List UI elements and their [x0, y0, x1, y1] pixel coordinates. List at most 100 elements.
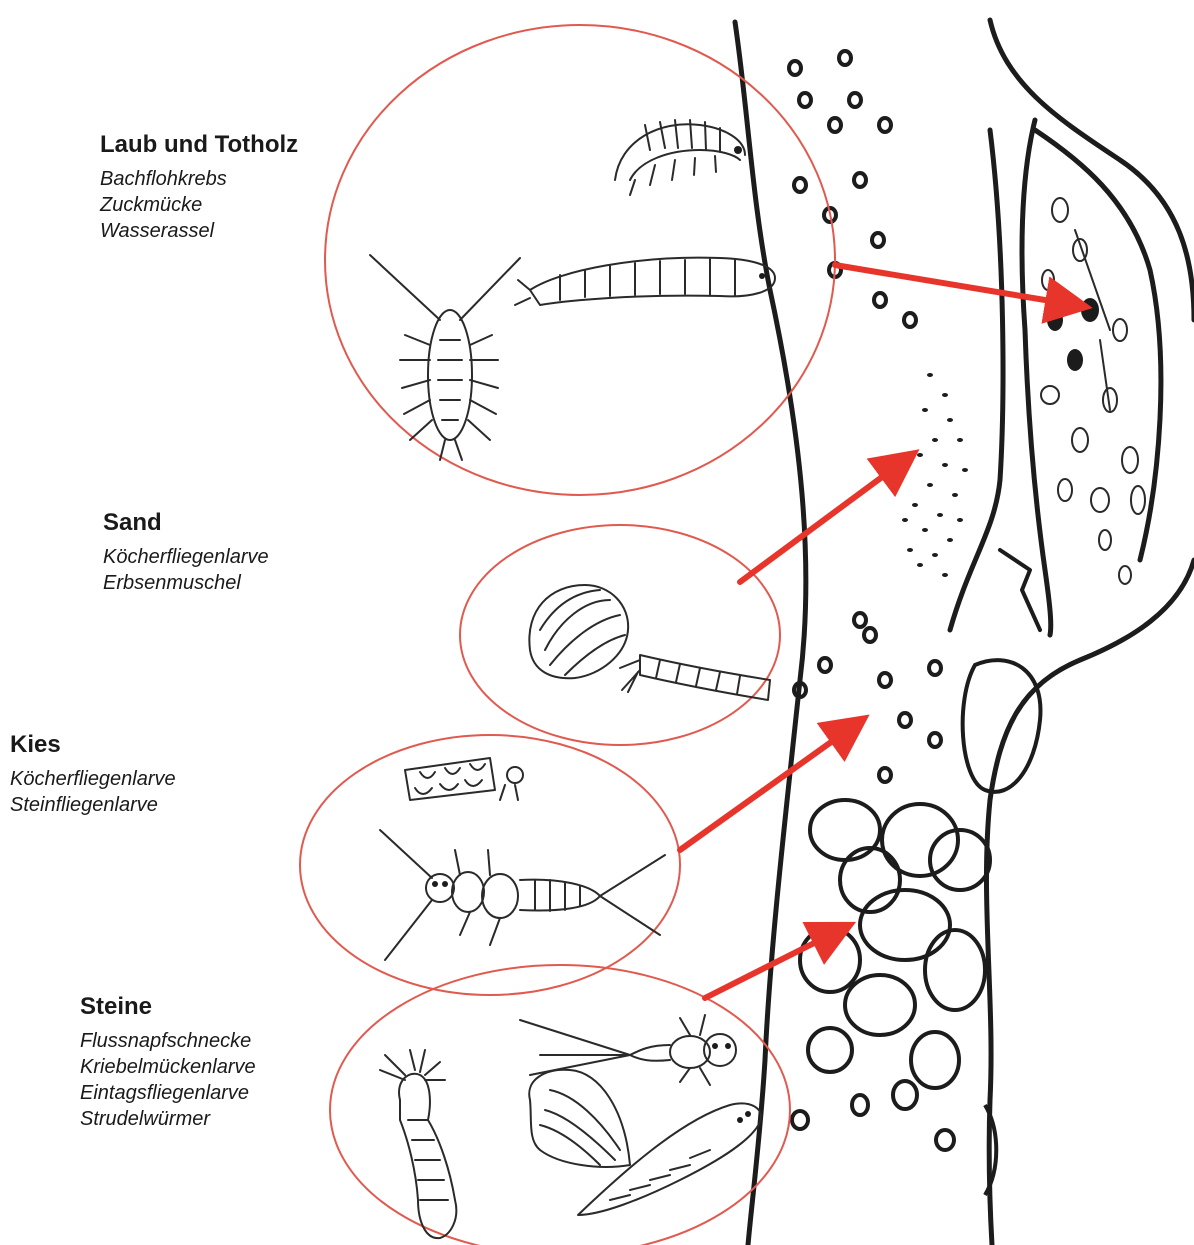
island-fork — [1000, 550, 1040, 630]
organism-name: Zuckmücke — [100, 192, 298, 218]
gravel-pebble — [879, 768, 891, 782]
organism-koecherfliegenlarve-sand — [620, 655, 770, 700]
sand-grain — [927, 483, 933, 487]
gravel-pebble — [879, 673, 891, 687]
island-right-edge — [1035, 130, 1161, 560]
sand-grain — [947, 538, 953, 542]
organism-name: Bachflohkrebs — [100, 166, 298, 192]
island-outline — [1022, 120, 1051, 635]
gravel-pebble — [864, 628, 876, 642]
leaf — [1052, 198, 1068, 222]
sand-grain — [902, 518, 908, 522]
sand-grain — [942, 573, 948, 577]
stone — [893, 1081, 917, 1109]
organism-name: Strudelwürmer — [80, 1106, 256, 1132]
zoom-circle-laub — [325, 25, 835, 495]
gravel-pebble — [829, 118, 841, 132]
leaf — [1119, 566, 1131, 584]
stone — [936, 1130, 954, 1150]
sand-grain — [957, 438, 963, 442]
habitat-label-kies: Kies Köcherfliegenlarve Steinfliegenlarv… — [10, 730, 176, 818]
gravel-pebble — [849, 93, 861, 107]
habitat-title: Steine — [80, 992, 256, 1022]
sand-grain — [912, 503, 918, 507]
sand-grain — [917, 453, 923, 457]
stream-banks — [735, 20, 1194, 1245]
organism-koecherfliegenlarve-kies — [405, 758, 523, 800]
arrow-laub — [835, 265, 1075, 305]
gravel-pebble — [854, 613, 866, 627]
stone — [792, 1111, 808, 1129]
gravel-pebble — [872, 233, 884, 247]
leaf — [1041, 386, 1059, 404]
gravel-pebble — [854, 173, 866, 187]
organism-name: Köcherfliegenlarve — [10, 766, 176, 792]
sand-grain — [932, 553, 938, 557]
sand-grain — [962, 468, 968, 472]
organism-name: Erbsenmuschel — [103, 570, 269, 596]
organism-zuckmuecke-larva — [515, 258, 775, 305]
stone — [808, 1028, 852, 1072]
habitat-label-laub: Laub und Totholz Bachflohkrebs Zuckmücke… — [100, 130, 298, 244]
sand-grain — [932, 438, 938, 442]
sand-grain — [942, 463, 948, 467]
organism-wasserassel — [370, 255, 520, 460]
gravel-pebble — [874, 293, 886, 307]
gravel-pebble — [794, 178, 806, 192]
leaf — [1081, 298, 1099, 322]
leaf-litter — [1041, 198, 1145, 584]
leaf — [1047, 309, 1063, 331]
stone — [860, 890, 950, 960]
stream-left-bank — [735, 22, 806, 1245]
gravel-pebble — [819, 658, 831, 672]
stone — [963, 660, 1041, 792]
sand-grain — [952, 493, 958, 497]
leaf — [1042, 270, 1054, 290]
sand-grain — [927, 373, 933, 377]
organism-bachflohkrebs — [615, 120, 745, 195]
organism-steinfliegenlarve — [380, 830, 665, 960]
habitat-title: Kies — [10, 730, 176, 760]
sand-grain — [947, 418, 953, 422]
organism-name: Wasserassel — [100, 218, 298, 244]
habitat-title: Sand — [103, 508, 269, 538]
gravel-pebble — [929, 661, 941, 675]
leaf — [1099, 530, 1111, 550]
stone — [852, 1095, 868, 1115]
leaf — [1058, 479, 1072, 501]
sand-grain — [917, 563, 923, 567]
stone — [930, 830, 990, 890]
sand-grain — [937, 513, 943, 517]
twig — [1100, 340, 1110, 410]
organism-name: Kriebelmückenlarve — [80, 1054, 256, 1080]
leaf — [1113, 319, 1127, 341]
stone — [882, 804, 958, 876]
organism-kriebelmueckenlarve — [380, 1050, 456, 1238]
gravel-pebble — [904, 313, 916, 327]
leaf — [1091, 488, 1109, 512]
organism-name: Flussnapfschnecke — [80, 1028, 256, 1054]
organism-erbsenmuschel — [529, 585, 628, 678]
organism-strudelwurm — [578, 1104, 761, 1215]
leaf — [1131, 486, 1145, 514]
stone — [810, 800, 880, 860]
leaf — [1067, 349, 1083, 371]
habitat-label-steine: Steine Flussnapfschnecke Kriebelmückenla… — [80, 992, 256, 1132]
leaf — [1122, 447, 1138, 473]
sand-grain — [907, 548, 913, 552]
stone — [925, 930, 985, 1010]
sand-grain — [942, 393, 948, 397]
sand-grains — [902, 373, 968, 577]
gravel-pebble — [899, 713, 911, 727]
habitat-arrows — [680, 265, 1075, 998]
gravel-pebble — [929, 733, 941, 747]
organism-flussnapfschnecke — [529, 1070, 630, 1167]
gravel-pebble — [789, 61, 801, 75]
sand-grain — [922, 408, 928, 412]
arrow-kies — [680, 725, 855, 850]
leaf — [1072, 428, 1088, 452]
arrow-sand — [740, 460, 905, 582]
stone — [911, 1032, 959, 1088]
sand-grain — [922, 528, 928, 532]
stone — [845, 975, 915, 1035]
